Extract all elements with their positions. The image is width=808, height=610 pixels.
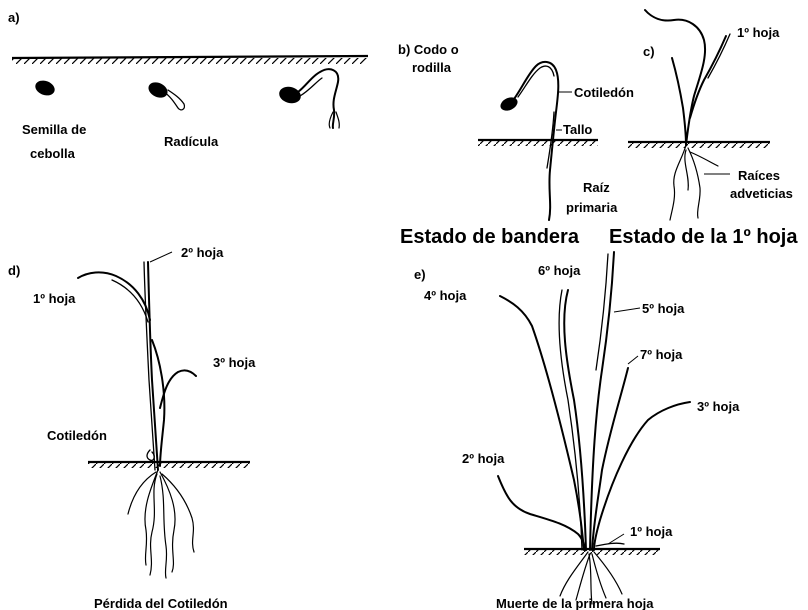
leaf5-label-e: 5º hoja: [642, 301, 685, 316]
seed-label-line1: Semilla de: [22, 122, 86, 137]
root-label-line1: Raíz: [583, 180, 610, 195]
leaf3-label-e: 3º hoja: [697, 399, 740, 414]
leaf2-label-d: 2º hoja: [181, 245, 224, 260]
first-leaf-death-caption: Muerte de la primera hoja: [496, 596, 654, 610]
leaf1-label-d: 1º hoja: [33, 291, 76, 306]
leaf6-label-e: 6º hoja: [538, 263, 581, 278]
cotyledon-loss-caption: Pérdida del Cotiledón: [94, 596, 228, 610]
panel-e-tag: e): [414, 267, 426, 282]
panel-d-tag: d): [8, 263, 20, 278]
panel-c-tag: c): [643, 44, 655, 59]
radicle-label: Radícula: [164, 134, 219, 149]
leaf2-pointer-d: [150, 252, 172, 262]
seed-with-radicle: [146, 79, 184, 109]
onion-seed: [33, 78, 57, 98]
cotyledon-loss-plant: [78, 262, 196, 578]
panel-e: e) 6º ho: [414, 252, 740, 610]
panel-d: d) 2º hoja 1º hoja: [8, 245, 256, 610]
leaf4-label-e: 4º hoja: [424, 288, 467, 303]
panel-a: a) Semilla de cebolla Radícula: [8, 10, 368, 161]
ground-line-d: [88, 462, 250, 468]
leaf3-label-d: 3º hoja: [213, 355, 256, 370]
first-leaf-seedling: [645, 10, 730, 220]
seed-germinating: [277, 69, 339, 128]
roots-label-line1: Raíces: [738, 168, 780, 183]
leaf5-pointer: [614, 308, 640, 312]
cotyledon-label-d: Cotiledón: [47, 428, 107, 443]
ground-line-b: [478, 140, 598, 146]
leaf2-label-e: 2º hoja: [462, 451, 505, 466]
stem-label: Tallo: [563, 122, 592, 137]
ground-line-a: [12, 56, 368, 64]
first-leaf-stage-title: Estado de la 1º hoja: [609, 226, 798, 248]
leaf7-label-e: 7º hoja: [640, 347, 683, 362]
leaf1-pointer-e: [608, 534, 624, 544]
panel-c: c) 1º hoja Raíces adveticias Estado de l…: [609, 10, 798, 248]
leaf7-pointer: [628, 356, 638, 364]
first-leaf-label-c: 1º hoja: [737, 25, 780, 40]
ground-line-c: [628, 142, 770, 148]
root-label-line2: primaria: [566, 200, 618, 215]
panel-b-tag-line1: b) Codo o: [398, 42, 459, 57]
seed-label-line2: cebolla: [30, 146, 76, 161]
cotyledon-label-b: Cotiledón: [574, 85, 634, 100]
leaf1-label-e: 1º hoja: [630, 524, 673, 539]
panel-b: b) Codo o rodilla Cotiledón Tallo Raíz p…: [398, 42, 634, 248]
panel-a-tag: a): [8, 10, 20, 25]
flag-stage-title: Estado de bandera: [400, 226, 580, 248]
roots-label-line2: adveticias: [730, 186, 793, 201]
panel-b-tag-line2: rodilla: [412, 60, 452, 75]
